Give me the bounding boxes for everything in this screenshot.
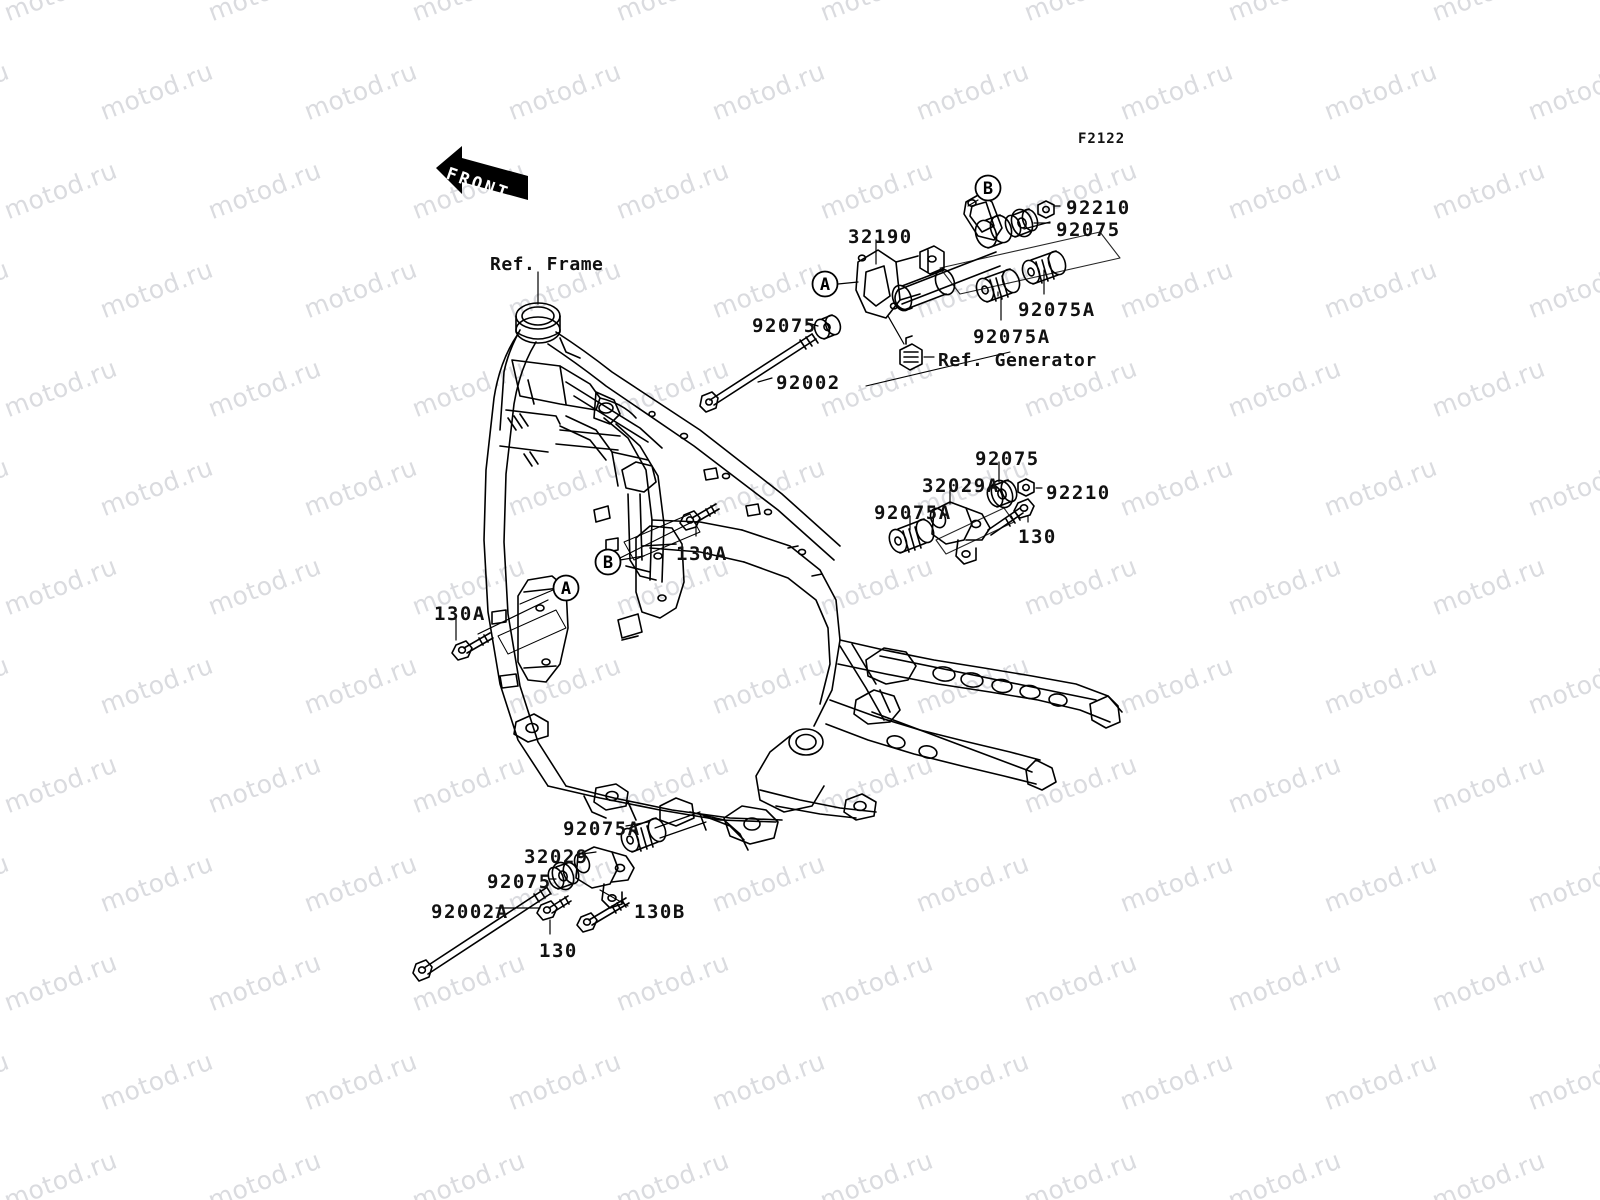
part-label: 92075 xyxy=(752,315,817,337)
callout-circle: B xyxy=(593,547,623,577)
part-92075-middle xyxy=(986,479,1018,509)
part-92075-lower xyxy=(547,861,580,891)
part-130-middle xyxy=(987,498,1035,536)
part-label: 130A xyxy=(434,603,486,625)
part-label: 92075A xyxy=(1018,299,1096,321)
part-92210-middle xyxy=(1017,478,1035,497)
part-label: 92075A xyxy=(973,326,1051,348)
part-label: Ref. Generator xyxy=(938,350,1097,371)
part-92075a-right xyxy=(1021,250,1067,285)
part-label: 92075A xyxy=(874,502,952,524)
svg-text:B: B xyxy=(983,179,993,199)
part-label: 32029 xyxy=(524,846,589,868)
part-92210-upper xyxy=(1037,200,1055,219)
part-92075-left xyxy=(813,314,842,340)
callout-circle: B xyxy=(973,173,1003,203)
part-label: 130A xyxy=(676,543,728,565)
part-92002 xyxy=(699,333,819,413)
part-label: Ref. Frame xyxy=(490,254,604,275)
part-label: 92075 xyxy=(487,871,552,893)
part-label: 92002 xyxy=(776,372,841,394)
part-label: 32190 xyxy=(848,226,913,248)
svg-text:A: A xyxy=(561,579,571,599)
part-92075a-center xyxy=(975,268,1021,303)
part-label: 92210 xyxy=(1066,197,1131,219)
part-label: 92075A xyxy=(563,818,641,840)
bracket-b xyxy=(635,525,685,619)
steering-head xyxy=(515,302,561,344)
part-label: 130B xyxy=(634,901,686,923)
part-label: 32029A xyxy=(922,475,1000,497)
part-label: 92075 xyxy=(975,448,1040,470)
leader-lines xyxy=(455,199,1061,935)
callout-circle: A xyxy=(551,573,581,603)
part-label: 92075 xyxy=(1056,219,1121,241)
part-label: 92002A xyxy=(431,901,509,923)
part-label: 92210 xyxy=(1046,482,1111,504)
part-label: F2122 xyxy=(1078,131,1126,147)
part-92075-upper xyxy=(1004,208,1039,238)
part-130a-upper xyxy=(679,503,720,531)
part-130-lower xyxy=(536,895,572,921)
part-130a-lower xyxy=(451,632,494,661)
part-label: 130 xyxy=(1018,526,1057,548)
svg-text:A: A xyxy=(820,275,830,295)
ref-generator-part xyxy=(899,335,923,371)
callout-circle: A xyxy=(810,269,840,299)
svg-text:B: B xyxy=(603,553,613,573)
part-label: 130 xyxy=(539,940,578,962)
front-direction-marker: FRONT xyxy=(428,138,538,222)
part-92002a xyxy=(412,885,552,982)
